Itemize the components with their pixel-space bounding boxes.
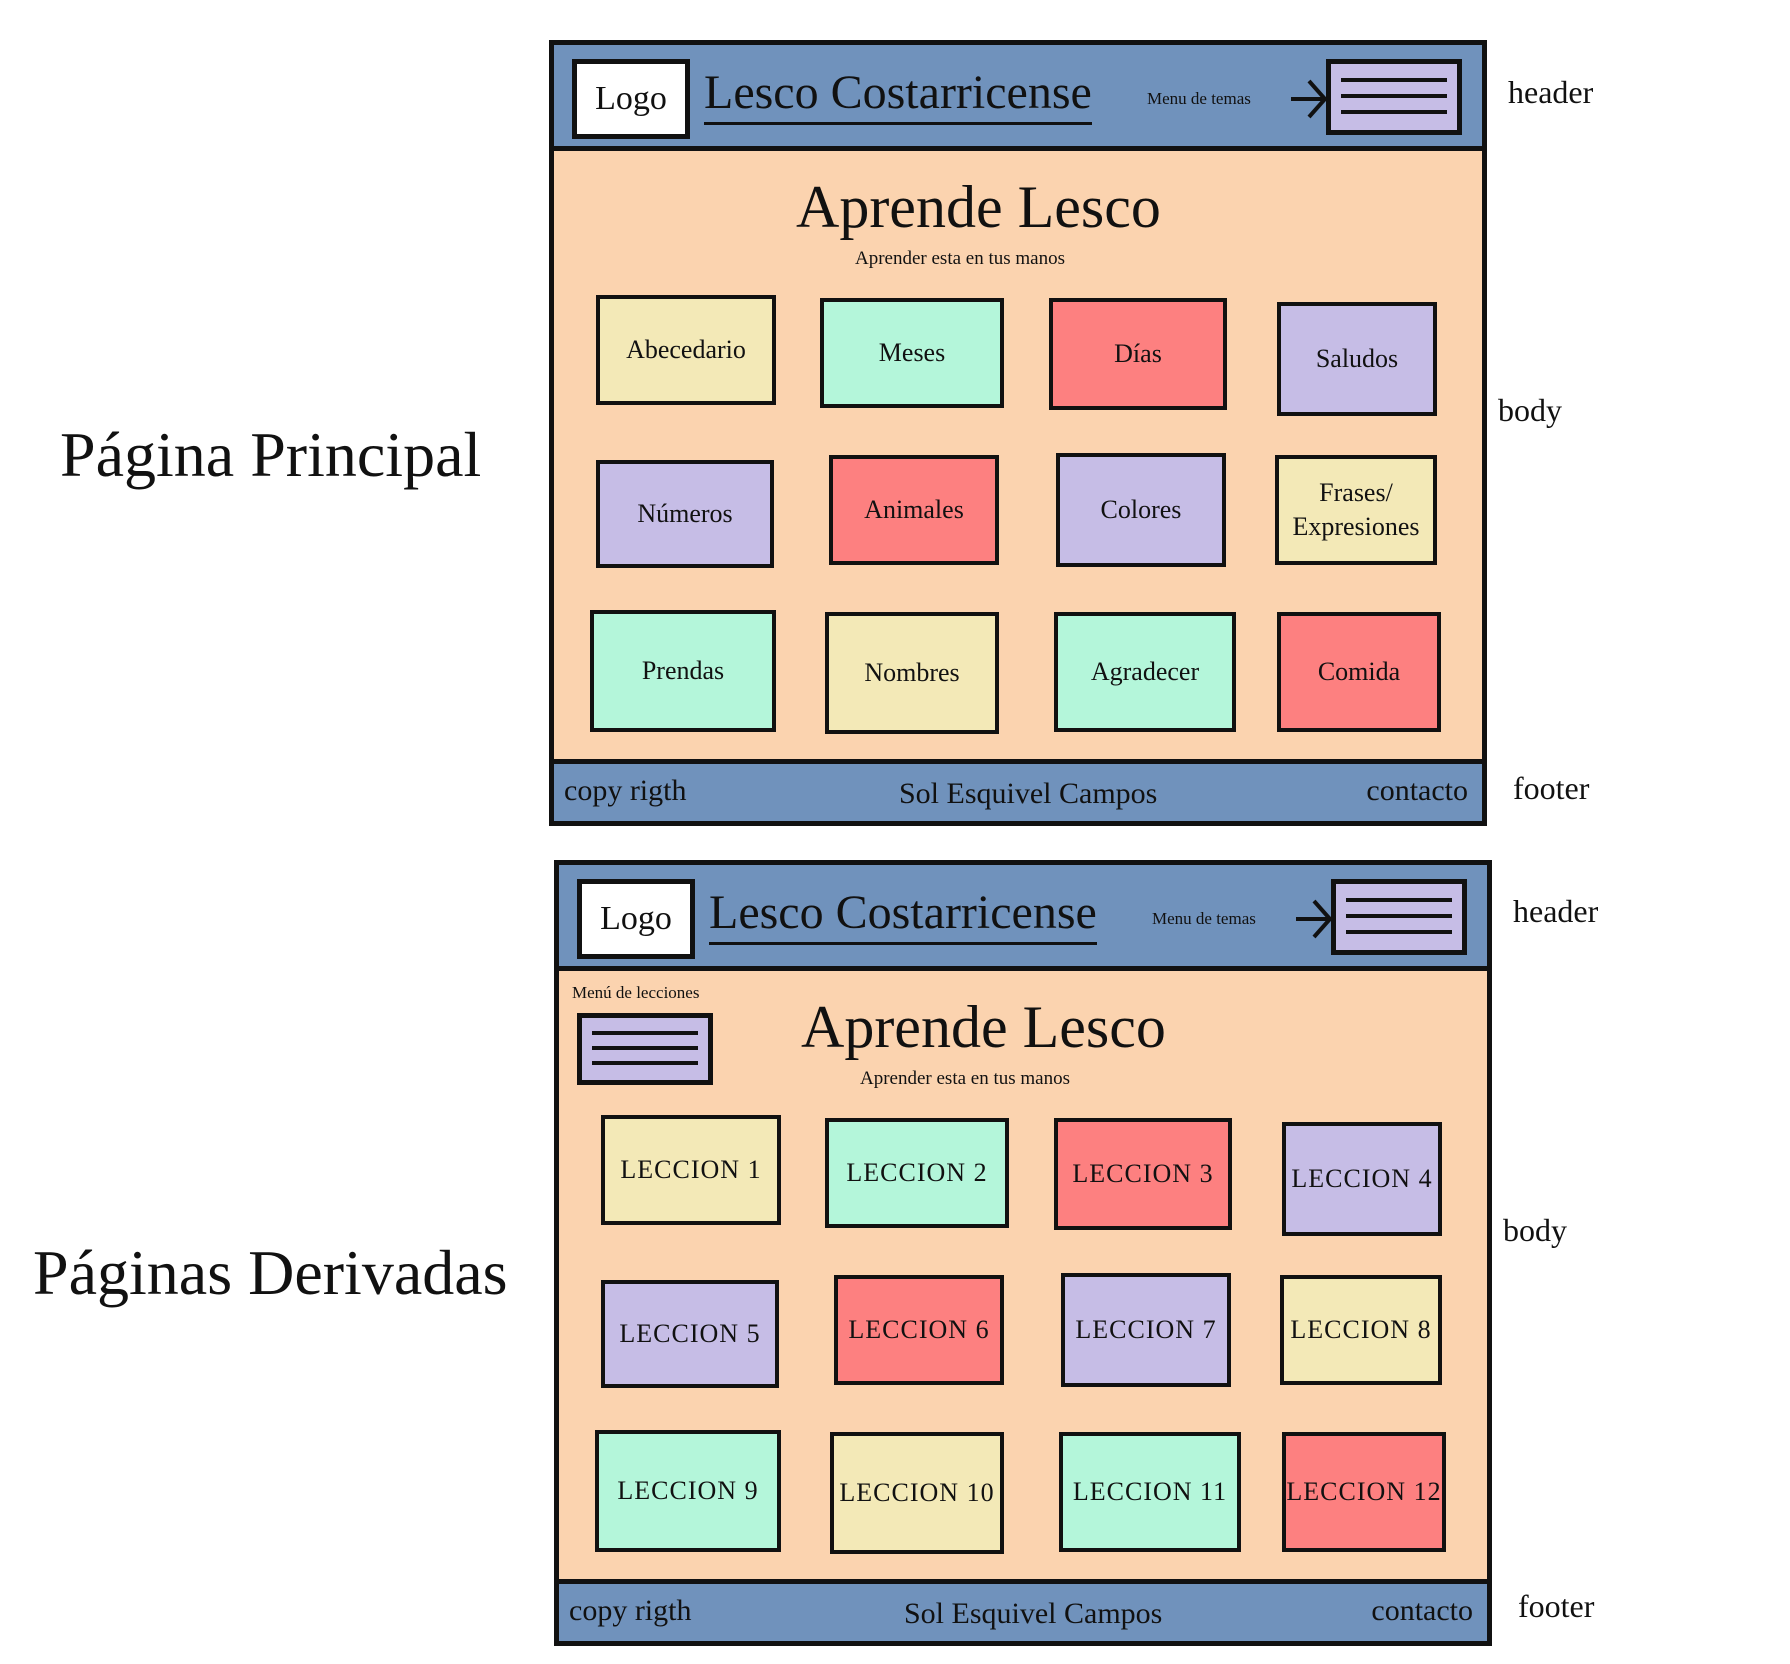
topics-menu-button[interactable]	[1326, 59, 1462, 135]
lesson-label: LECCION 5	[619, 1319, 761, 1349]
lesson-label: LECCION 1	[620, 1155, 762, 1185]
topic-label: Animales	[864, 495, 964, 525]
site-title[interactable]: Lesco Costarricense	[704, 66, 1092, 125]
site-footer: copy rigth Sol Esquivel Campos contacto	[554, 759, 1482, 821]
footer-author: Sol Esquivel Campos	[899, 777, 1158, 810]
topic-tile-nombres[interactable]: Nombres	[825, 612, 999, 734]
topic-tile-meses[interactable]: Meses	[820, 298, 1004, 408]
body-title: Aprende Lesco	[796, 174, 1161, 240]
header-region-label-2: header	[1513, 893, 1599, 929]
footer-contact-link-2[interactable]: contacto	[1371, 1594, 1473, 1627]
body-region-label-2: body	[1503, 1212, 1567, 1248]
topic-label: Números	[637, 499, 733, 529]
lesson-label: LECCION 12	[1286, 1477, 1442, 1507]
footer-region-label-2: footer	[1518, 1588, 1595, 1624]
derived-pages-title: Páginas Derivadas	[33, 1237, 508, 1308]
topic-tile-frases-expresiones[interactable]: Frases/ Expresiones	[1275, 455, 1437, 565]
footer-contact-link[interactable]: contacto	[1366, 774, 1468, 807]
lesson-tile-6[interactable]: LECCION 6	[834, 1275, 1004, 1385]
footer-copyright: copy rigth	[564, 774, 687, 807]
lesson-label: LECCION 2	[846, 1158, 988, 1188]
topics-menu-button-2[interactable]	[1331, 879, 1467, 955]
lesson-tile-3[interactable]: LECCION 3	[1054, 1118, 1232, 1230]
logo[interactable]: Logo	[572, 59, 690, 139]
topic-label: Colores	[1100, 495, 1182, 525]
lesson-tile-5[interactable]: LECCION 5	[601, 1280, 779, 1388]
topic-tile-dias[interactable]: Días	[1049, 298, 1227, 410]
topic-label: Abecedario	[626, 335, 746, 365]
site-title-2[interactable]: Lesco Costarricense	[709, 886, 1097, 945]
body-title-2: Aprende Lesco	[801, 994, 1166, 1060]
lesson-tile-12[interactable]: LECCION 12	[1282, 1432, 1446, 1552]
lessons-menu-button[interactable]	[577, 1013, 713, 1085]
topic-label: Comida	[1317, 657, 1401, 687]
main-page-title: Página Principal	[60, 419, 482, 490]
site-header: Logo Lesco Costarricense Menu de temas	[554, 45, 1482, 151]
lesson-label: LECCION 3	[1072, 1159, 1214, 1189]
derived-page-wireframe: Logo Lesco Costarricense Menu de temas M…	[554, 860, 1492, 1646]
body-subtitle-2: Aprender esta en tus manos	[860, 1068, 1070, 1089]
lesson-label: LECCION 7	[1075, 1315, 1217, 1345]
arrow-right-icon	[1291, 79, 1328, 119]
lesson-label: LECCION 11	[1072, 1477, 1228, 1507]
topic-label: Prendas	[641, 656, 725, 686]
topic-tile-numeros[interactable]: Números	[596, 460, 774, 568]
topic-label: Meses	[878, 338, 946, 368]
lesson-tile-9[interactable]: LECCION 9	[595, 1430, 781, 1552]
lesson-label: LECCION 8	[1290, 1315, 1432, 1345]
topic-tile-abecedario[interactable]: Abecedario	[596, 295, 776, 405]
lesson-label: LECCION 9	[617, 1476, 759, 1506]
lesson-label: LECCION 10	[839, 1478, 995, 1508]
lesson-tile-1[interactable]: LECCION 1	[601, 1115, 781, 1225]
topic-label: Saludos	[1315, 344, 1399, 374]
topic-tile-animales[interactable]: Animales	[829, 455, 999, 565]
lesson-label: LECCION 4	[1291, 1164, 1433, 1194]
site-footer-2: copy rigth Sol Esquivel Campos contacto	[559, 1579, 1487, 1641]
topic-label: Nombres	[864, 658, 960, 688]
lesson-tile-11[interactable]: LECCION 11	[1059, 1432, 1241, 1552]
body-region-label: body	[1498, 392, 1562, 428]
site-header-2: Logo Lesco Costarricense Menu de temas	[559, 865, 1487, 971]
topic-tile-prendas[interactable]: Prendas	[590, 610, 776, 732]
lesson-tile-10[interactable]: LECCION 10	[830, 1432, 1004, 1554]
lesson-tile-4[interactable]: LECCION 4	[1282, 1122, 1442, 1236]
header-region-label: header	[1508, 74, 1594, 110]
topic-label: Días	[1114, 339, 1162, 369]
topics-menu-label-2: Menu de temas	[1152, 909, 1256, 928]
lesson-tile-7[interactable]: LECCION 7	[1061, 1273, 1231, 1387]
lessons-menu-label: Menú de lecciones	[572, 983, 700, 1002]
topic-tile-saludos[interactable]: Saludos	[1277, 302, 1437, 416]
topic-tile-agradecer[interactable]: Agradecer	[1054, 612, 1236, 732]
footer-region-label: footer	[1513, 770, 1590, 806]
topic-label: Agradecer	[1090, 657, 1200, 687]
footer-author-2: Sol Esquivel Campos	[904, 1597, 1163, 1630]
logo-2[interactable]: Logo	[577, 879, 695, 959]
topic-tile-colores[interactable]: Colores	[1056, 453, 1226, 567]
body-subtitle: Aprender esta en tus manos	[855, 248, 1065, 269]
topic-label: Frases/ Expresiones	[1292, 478, 1420, 541]
arrow-right-icon	[1296, 899, 1333, 939]
lesson-label: LECCION 6	[848, 1315, 990, 1345]
topic-tile-comida[interactable]: Comida	[1277, 612, 1441, 732]
lesson-tile-8[interactable]: LECCION 8	[1280, 1275, 1442, 1385]
footer-copyright-2: copy rigth	[569, 1594, 692, 1627]
topics-menu-label: Menu de temas	[1147, 89, 1251, 108]
lesson-tile-2[interactable]: LECCION 2	[825, 1118, 1009, 1228]
main-page-wireframe: Logo Lesco Costarricense Menu de temas A…	[549, 40, 1487, 826]
